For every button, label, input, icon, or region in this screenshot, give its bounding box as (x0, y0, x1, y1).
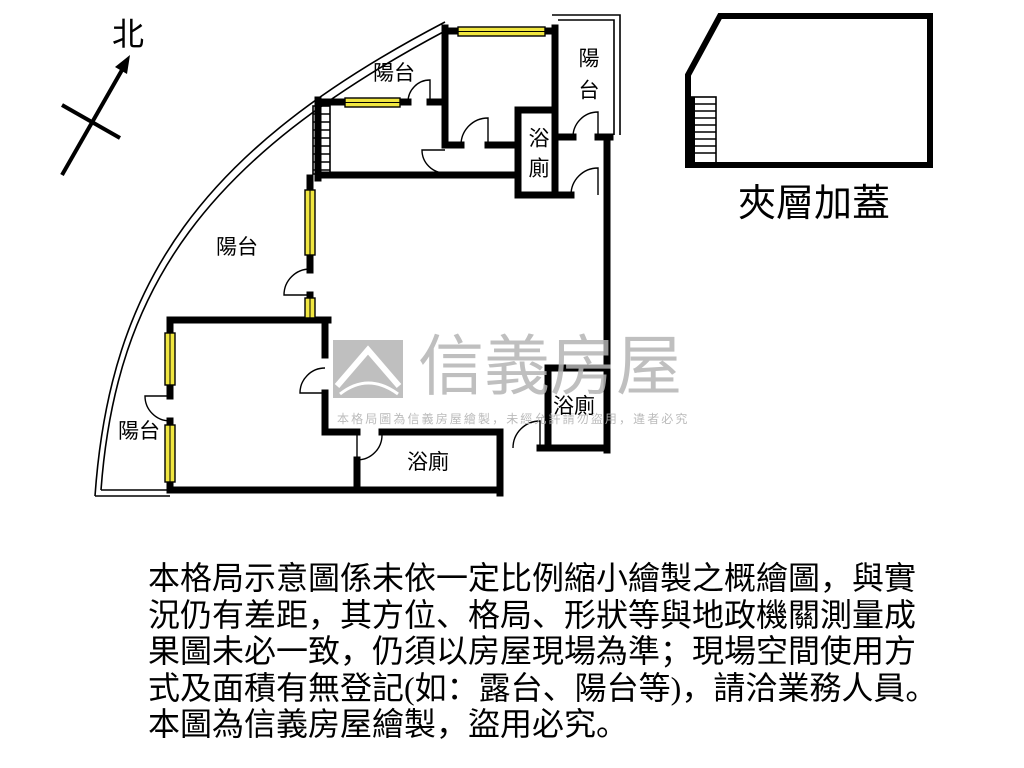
railing-inner (558, 19, 615, 135)
mezzanine-outline (685, 13, 933, 168)
north-arrow-head-icon (115, 55, 130, 74)
door (421, 149, 446, 174)
room-label-bath-bottom: 浴廁 (407, 450, 449, 474)
stairs-outline (312, 105, 331, 175)
watermark-notice: 本格局圖為信義房屋繪製，未經允許請勿盜用，違者必究 (337, 412, 690, 426)
door (407, 79, 431, 103)
door (283, 268, 311, 296)
mezzanine-stair-treads (690, 103, 716, 154)
room-label-bath-right: 浴廁 (553, 394, 595, 418)
outer-curved-wall (94, 21, 446, 497)
door (570, 167, 599, 196)
door (356, 434, 383, 461)
room-label-balcony-top: 陽台 (373, 61, 415, 85)
railing-outer (552, 14, 621, 135)
door (299, 367, 326, 394)
mezzanine-stairs-outline (689, 96, 717, 164)
disclaimer-line: 果圖未必一致，仍須以房屋現場為準；現場空間使用方 (148, 633, 917, 669)
disclaimer-line: 況仍有差距，其方位、格局、形狀等與地政機關測量成 (148, 596, 917, 633)
room-label-balcony-middle: 陽台 (216, 235, 258, 259)
inner-curve-line (100, 30, 446, 491)
disclaimer-line: 本圖為信義房屋繪製，盜用必究。 (148, 706, 629, 742)
stair-treads (313, 113, 330, 171)
disclaimer-line: 本格局示意圖係未依一定比例縮小繪製之概繪圖，與實 (148, 560, 917, 596)
compass-crossbar (61, 103, 121, 140)
disclaimer-line: 式及面積有無登記(如：露台、陽台等)，請洽業務人員。 (148, 669, 938, 706)
door (512, 420, 541, 449)
room-label-bath-upper: 浴廁 (526, 127, 550, 187)
compass-north-label: 北 (112, 16, 145, 52)
room-label-balcony-bottom-left: 陽台 (118, 419, 160, 443)
room-label-balcony-right: 陽台 (576, 47, 600, 111)
mezzanine-label: 夾層加蓋 (738, 183, 891, 225)
right-balcony-railing (552, 14, 621, 135)
outer-curve-line (94, 21, 446, 497)
watermark-logo-wave-icon (339, 381, 399, 396)
windows (164, 26, 546, 483)
door (572, 111, 599, 138)
compass (60, 55, 130, 176)
watermark-logo-roof-icon (334, 345, 402, 388)
doors (144, 79, 599, 461)
watermark-logo (333, 340, 403, 398)
door (144, 395, 171, 422)
mezzanine (685, 13, 933, 168)
door (460, 117, 489, 146)
stairs (312, 105, 331, 175)
watermark-brand: 信義房屋 (418, 329, 682, 403)
disclaimer: 本格局示意圖係未依一定比例縮小繪製之概繪圖，與實 況仍有差距，其方位、格局、形狀… (148, 560, 937, 743)
